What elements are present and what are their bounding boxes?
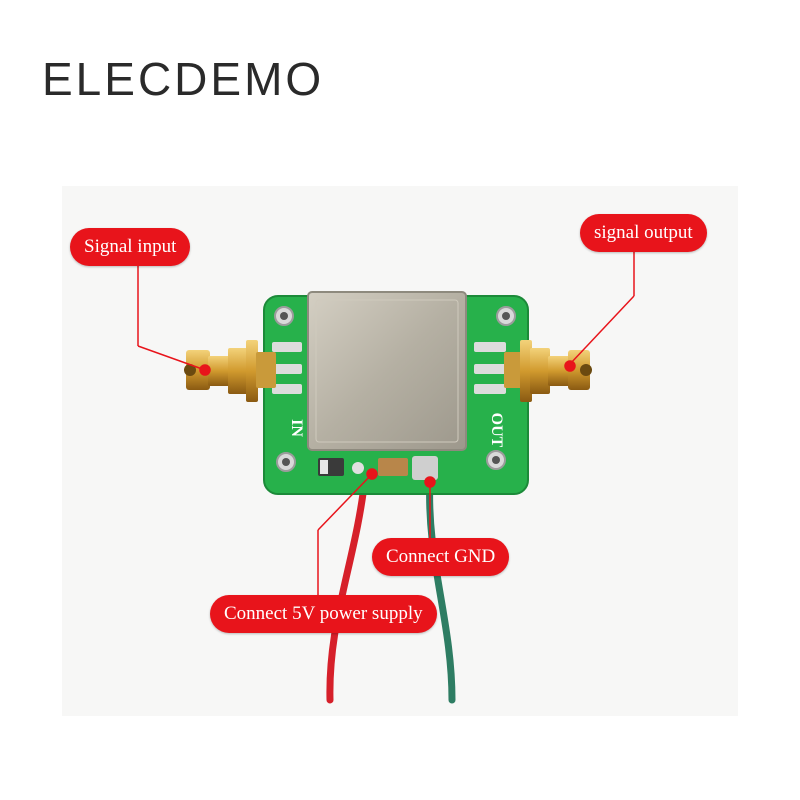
sma-input-connector — [184, 340, 276, 402]
leader-line — [317, 473, 373, 531]
leader-line — [137, 345, 206, 371]
callout-connect-5v: Connect 5V power supply — [210, 595, 437, 633]
callout-signal-output: signal output — [580, 214, 707, 252]
out-marking: OUT — [488, 413, 505, 448]
sma-output-connector — [504, 340, 592, 402]
mounting-hole — [486, 450, 506, 470]
metal-shield-can — [307, 291, 467, 451]
mounting-hole — [496, 306, 516, 326]
leader-dot — [564, 360, 576, 372]
leader-line — [569, 295, 635, 365]
red-power-wire — [326, 474, 369, 704]
brand-logo-text: ELECDEMO — [42, 53, 325, 105]
leader-dot — [424, 476, 436, 488]
callout-connect-gnd: Connect GND — [372, 538, 510, 576]
in-marking: IN — [288, 419, 305, 437]
green-ground-wire — [426, 474, 456, 704]
mounting-hole — [274, 306, 294, 326]
leader-dot — [199, 364, 211, 376]
callout-signal-input: Signal input — [70, 228, 191, 266]
mounting-hole — [276, 452, 296, 472]
leader-dot — [366, 468, 378, 480]
